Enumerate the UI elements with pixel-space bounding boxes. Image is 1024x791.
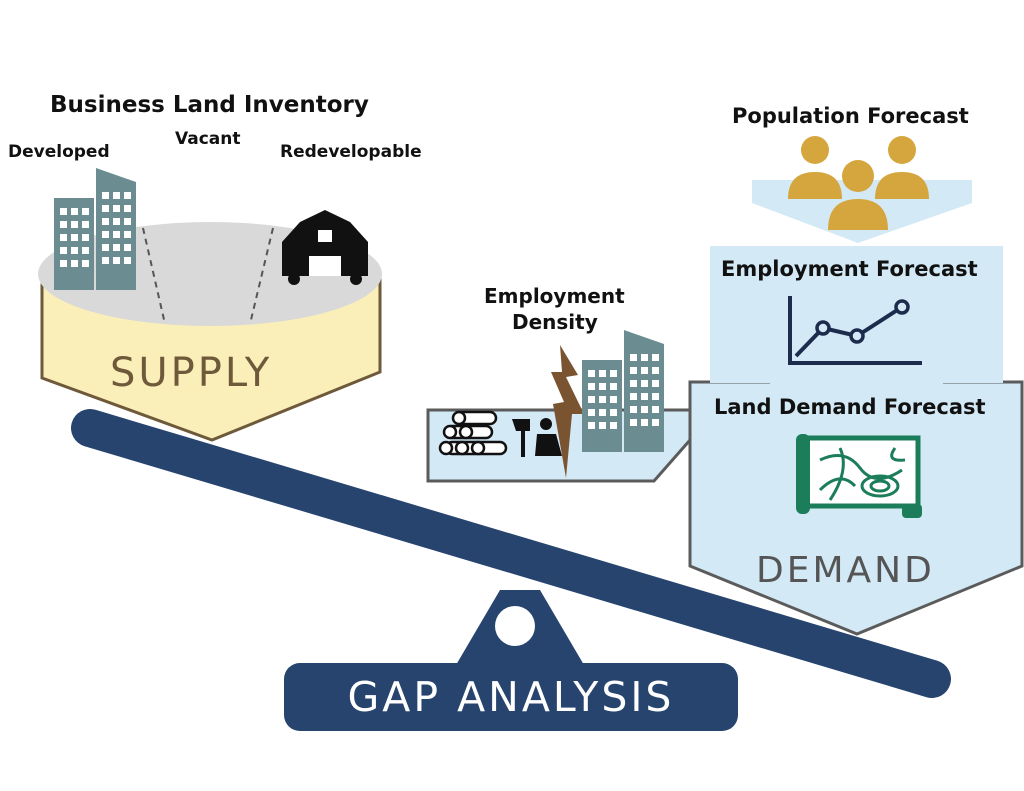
gap-analysis-label: GAP ANALYSIS xyxy=(347,673,675,721)
buildings-icon xyxy=(54,168,136,290)
divider-dash-right xyxy=(249,227,274,325)
barn-icon xyxy=(282,210,368,285)
lumberjack-icon xyxy=(512,418,562,457)
employment-forecast-label: Employment Forecast xyxy=(721,257,978,281)
employment-density-line2: Density xyxy=(512,310,598,334)
supply-title: Business Land Inventory xyxy=(50,92,369,118)
supply-label: SUPPLY xyxy=(110,350,273,396)
buildings-icon xyxy=(582,330,664,452)
map-icon xyxy=(796,434,922,518)
population-forecast-label: Population Forecast xyxy=(732,104,969,128)
employment-density-line1: Employment xyxy=(484,284,625,308)
lightning-icon xyxy=(551,345,584,478)
line-chart-icon xyxy=(788,296,922,365)
gap-analysis-box xyxy=(284,663,738,731)
category-developed: Developed xyxy=(8,142,110,162)
people-icon xyxy=(788,136,929,230)
demand-label: DEMAND xyxy=(756,550,935,591)
land-demand-forecast-label: Land Demand Forecast xyxy=(714,395,986,419)
seesaw xyxy=(71,409,951,731)
logs-icon xyxy=(438,410,508,456)
seesaw-beam xyxy=(71,409,951,698)
category-vacant: Vacant xyxy=(175,129,241,149)
fulcrum-hole xyxy=(495,606,535,646)
employment-forecast-box xyxy=(710,246,1003,387)
category-redevelopable: Redevelopable xyxy=(280,142,422,162)
divider-dash-left xyxy=(142,227,166,325)
